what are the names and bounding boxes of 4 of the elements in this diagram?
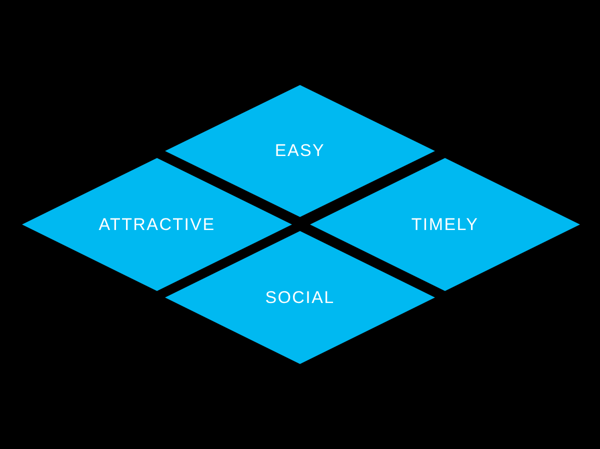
diamond-label: TIMELY bbox=[411, 214, 479, 234]
diamond-label: ATTRACTIVE bbox=[98, 214, 216, 234]
diamond-label: EASY bbox=[274, 141, 326, 161]
diamond-label: SOCIAL bbox=[265, 288, 335, 308]
